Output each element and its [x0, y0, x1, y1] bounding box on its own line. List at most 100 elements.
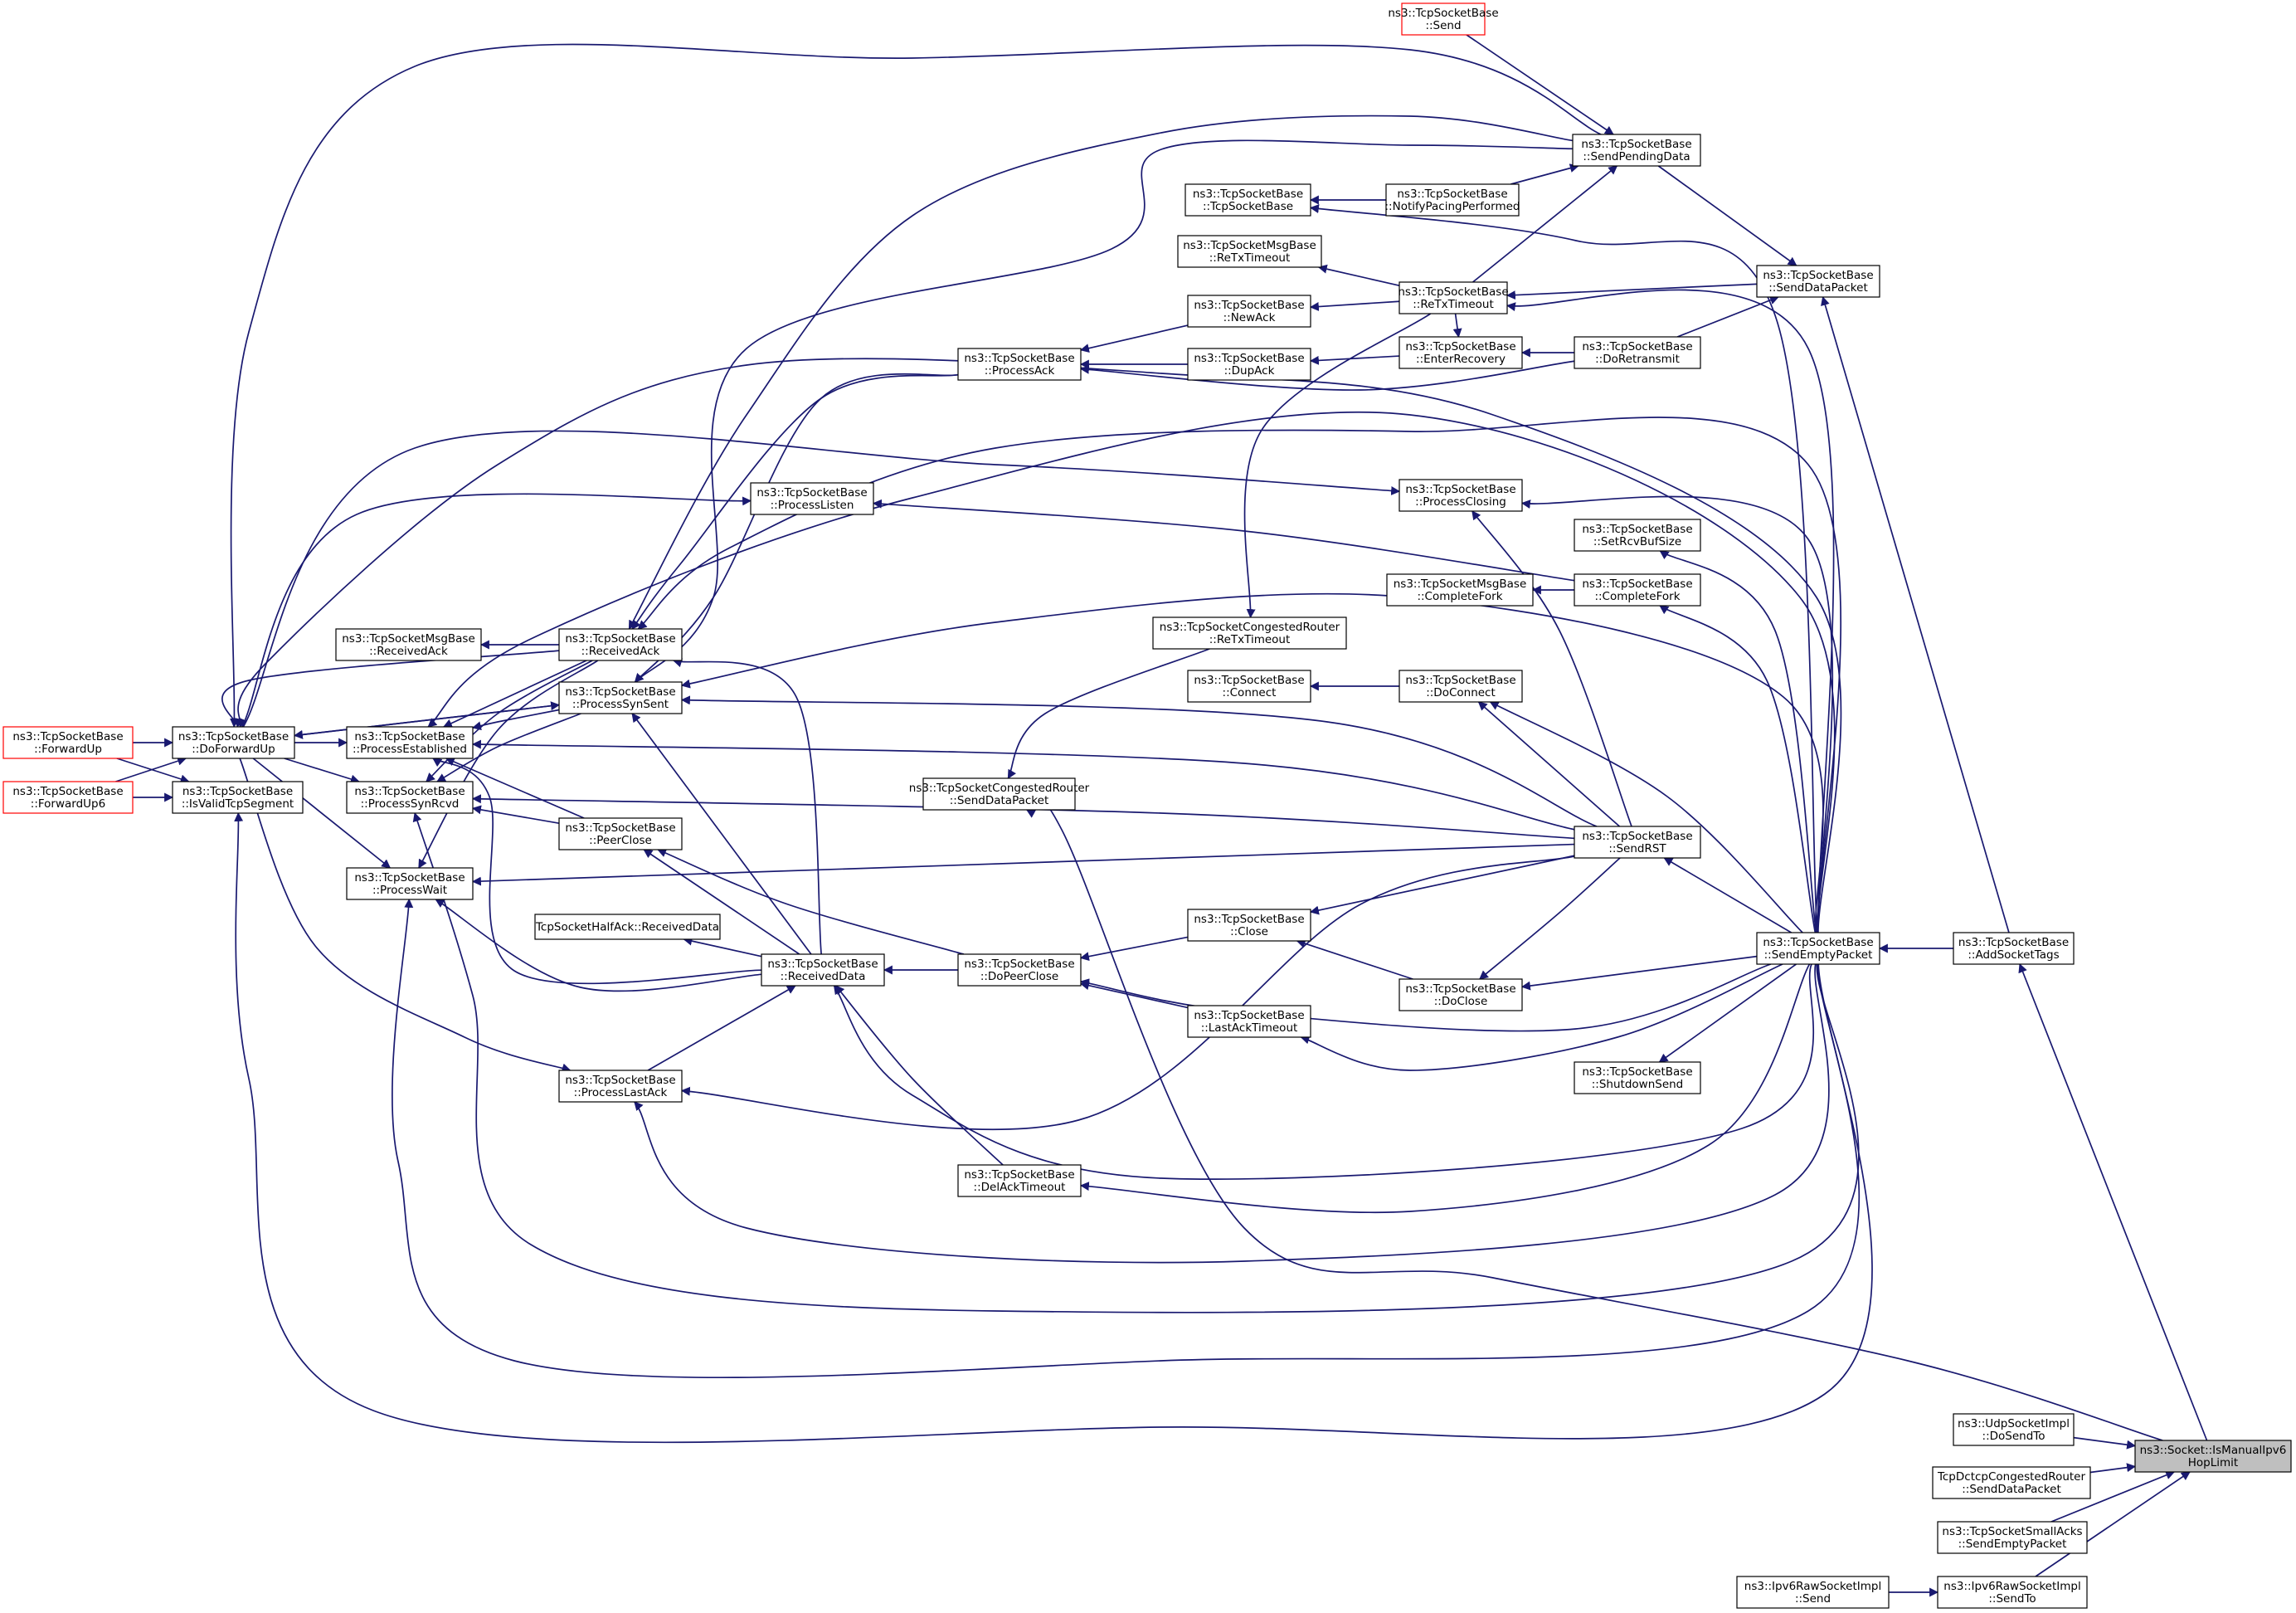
node-peerClose[interactable]: ns3::TcpSocketBase::PeerClose	[558, 817, 683, 850]
node-box[interactable]	[750, 482, 874, 515]
node-box[interactable]	[1756, 932, 1880, 965]
node-doPeerClose[interactable]: ns3::TcpSocketBase::DoPeerClose	[957, 953, 1082, 987]
node-box[interactable]	[346, 867, 474, 900]
node-processSynSent[interactable]: ns3::TcpSocketBase::ProcessSynSent	[558, 681, 683, 714]
node-doForwardUp[interactable]: ns3::TcpSocketBase::DoForwardUp	[172, 726, 295, 759]
node-ipv6RawSend[interactable]: ns3::Ipv6RawSocketImpl::Send	[1736, 1576, 1890, 1609]
node-box[interactable]	[558, 817, 683, 850]
node-udpDoSendTo[interactable]: ns3::UdpSocketImpl::DoSendTo	[1953, 1413, 2075, 1446]
node-processAck[interactable]: ns3::TcpSocketBase::ProcessAck	[957, 348, 1082, 381]
node-box[interactable]	[1177, 235, 1322, 268]
node-box[interactable]	[761, 953, 885, 987]
node-box[interactable]	[1399, 479, 1523, 512]
node-box[interactable]	[1574, 826, 1701, 859]
node-close[interactable]: ns3::TcpSocketBase::Close	[1187, 909, 1311, 942]
node-smallAcksSendEmpty[interactable]: ns3::TcpSocketSmallAcks::SendEmptyPacket	[1937, 1521, 2088, 1554]
node-box[interactable]	[1953, 1413, 2075, 1446]
node-newAck[interactable]: ns3::TcpSocketBase::NewAck	[1187, 295, 1311, 328]
node-box[interactable]	[1399, 281, 1508, 314]
node-box[interactable]	[1574, 336, 1701, 369]
node-processEstablished[interactable]: ns3::TcpSocketBase::ProcessEstablished	[346, 726, 474, 759]
node-box[interactable]	[1399, 978, 1523, 1011]
node-completeFork[interactable]: ns3::TcpSocketBase::CompleteFork	[1574, 573, 1701, 607]
node-box[interactable]	[922, 777, 1076, 811]
node-sendEmptyPacket[interactable]: ns3::TcpSocketBase::SendEmptyPacket	[1756, 932, 1880, 965]
node-box[interactable]	[534, 914, 721, 940]
node-doRetransmit[interactable]: ns3::TcpSocketBase::DoRetransmit	[1574, 336, 1701, 369]
node-box[interactable]	[957, 1164, 1082, 1197]
node-congSendDataPacket[interactable]: ns3::TcpSocketCongestedRouter::SendDataP…	[909, 777, 1090, 811]
node-processSynRcvd[interactable]: ns3::TcpSocketBase::ProcessSynRcvd	[346, 781, 474, 814]
node-box[interactable]	[1572, 134, 1701, 167]
node-box[interactable]	[558, 1070, 683, 1103]
node-box[interactable]	[1184, 183, 1311, 217]
node-processClosing[interactable]: ns3::TcpSocketBase::ProcessClosing	[1399, 479, 1523, 512]
node-delAckTimeout[interactable]: ns3::TcpSocketBase::DelAckTimeout	[957, 1164, 1082, 1197]
node-receivedAck[interactable]: ns3::TcpSocketBase::ReceivedAck	[558, 628, 683, 661]
node-box[interactable]	[2, 781, 134, 814]
node-congReTx[interactable]: ns3::TcpSocketCongestedRouter::ReTxTimeo…	[1152, 616, 1347, 650]
node-box[interactable]	[346, 781, 474, 814]
node-box[interactable]	[1937, 1521, 2088, 1554]
node-box[interactable]	[1399, 670, 1523, 703]
node-doConnect[interactable]: ns3::TcpSocketBase::DoConnect	[1399, 670, 1523, 703]
node-setRcvBufSize[interactable]: ns3::TcpSocketBase::SetRcvBufSize	[1574, 519, 1701, 552]
node-receivedData[interactable]: ns3::TcpSocketBase::ReceivedData	[761, 953, 885, 987]
node-box[interactable]	[1385, 183, 1520, 217]
node-box[interactable]	[1399, 336, 1523, 369]
node-dupAck[interactable]: ns3::TcpSocketBase::DupAck	[1187, 348, 1311, 381]
node-sendDataPacket[interactable]: ns3::TcpSocketBase::SendDataPacket	[1756, 265, 1880, 298]
node-processWait[interactable]: ns3::TcpSocketBase::ProcessWait	[346, 867, 474, 900]
node-box[interactable]	[346, 726, 474, 759]
node-sendPendingData[interactable]: ns3::TcpSocketBase::SendPendingData	[1572, 134, 1701, 167]
node-box[interactable]	[1152, 616, 1347, 650]
node-box[interactable]	[1187, 295, 1311, 328]
node-box[interactable]	[1574, 519, 1701, 552]
node-ipv6RawSendTo[interactable]: ns3::Ipv6RawSocketImpl::SendTo	[1937, 1576, 2088, 1609]
node-processLastAck[interactable]: ns3::TcpSocketBase::ProcessLastAck	[558, 1070, 683, 1103]
node-halfAckReceivedData[interactable]: TcpSocketHalfAck::ReceivedData	[534, 914, 721, 940]
node-addSocketTags[interactable]: ns3::TcpSocketBase::AddSocketTags	[1953, 932, 2075, 965]
node-box[interactable]	[172, 781, 304, 814]
node-send[interactable]: ns3::TcpSocketBase::Send	[1388, 2, 1499, 36]
node-connect[interactable]: ns3::TcpSocketBase::Connect	[1187, 670, 1311, 703]
node-box[interactable]	[1401, 2, 1486, 36]
node-box[interactable]	[558, 681, 683, 714]
node-box[interactable]	[1187, 1005, 1311, 1038]
node-box[interactable]	[1574, 573, 1701, 607]
node-forwardUp6[interactable]: ns3::TcpSocketBase::ForwardUp6	[2, 781, 134, 814]
node-box[interactable]	[1386, 573, 1534, 607]
node-doClose[interactable]: ns3::TcpSocketBase::DoClose	[1399, 978, 1523, 1011]
node-msgCompleteFork[interactable]: ns3::TcpSocketMsgBase::CompleteFork	[1386, 573, 1534, 607]
node-sendRST[interactable]: ns3::TcpSocketBase::SendRST	[1574, 826, 1701, 859]
node-isValidTcpSegment[interactable]: ns3::TcpSocketBase::IsValidTcpSegment	[172, 781, 304, 814]
node-box[interactable]	[1937, 1576, 2088, 1609]
node-reTx[interactable]: ns3::TcpSocketBase::ReTxTimeout	[1398, 281, 1509, 314]
node-box[interactable]	[2, 726, 134, 759]
node-dctcpSendDataPacket[interactable]: TcpDctcpCongestedRouter::SendDataPacket	[1932, 1466, 2091, 1499]
node-enterRecovery[interactable]: ns3::TcpSocketBase::EnterRecovery	[1399, 336, 1523, 369]
node-box[interactable]	[1736, 1576, 1890, 1609]
node-box[interactable]	[1574, 1061, 1701, 1094]
node-tcpSocketBase[interactable]: ns3::TcpSocketBase::TcpSocketBase	[1184, 183, 1311, 217]
node-box[interactable]	[1187, 670, 1311, 703]
node-box[interactable]	[1932, 1466, 2091, 1499]
node-forwardUp[interactable]: ns3::TcpSocketBase::ForwardUp	[2, 726, 134, 759]
node-box[interactable]	[1187, 909, 1311, 942]
node-msgReTx[interactable]: ns3::TcpSocketMsgBase::ReTxTimeout	[1177, 235, 1322, 268]
node-box[interactable]	[335, 628, 482, 661]
node-box[interactable]	[1953, 932, 2075, 965]
node-notifyPacing[interactable]: ns3::TcpSocketBase::NotifyPacingPerforme…	[1385, 183, 1520, 217]
node-processListen[interactable]: ns3::TcpSocketBase::ProcessListen	[750, 482, 874, 515]
node-msgReceivedAck[interactable]: ns3::TcpSocketMsgBase::ReceivedAck	[335, 628, 482, 661]
node-box[interactable]	[172, 726, 295, 759]
node-lastAckTimeout[interactable]: ns3::TcpSocketBase::LastAckTimeout	[1187, 1005, 1311, 1038]
node-box[interactable]	[2134, 1440, 2292, 1473]
node-box[interactable]	[1756, 265, 1880, 298]
node-box[interactable]	[1187, 348, 1311, 381]
node-box[interactable]	[957, 348, 1082, 381]
node-box[interactable]	[558, 628, 683, 661]
node-shutdownSend[interactable]: ns3::TcpSocketBase::ShutdownSend	[1574, 1061, 1701, 1094]
node-box[interactable]	[957, 953, 1082, 987]
